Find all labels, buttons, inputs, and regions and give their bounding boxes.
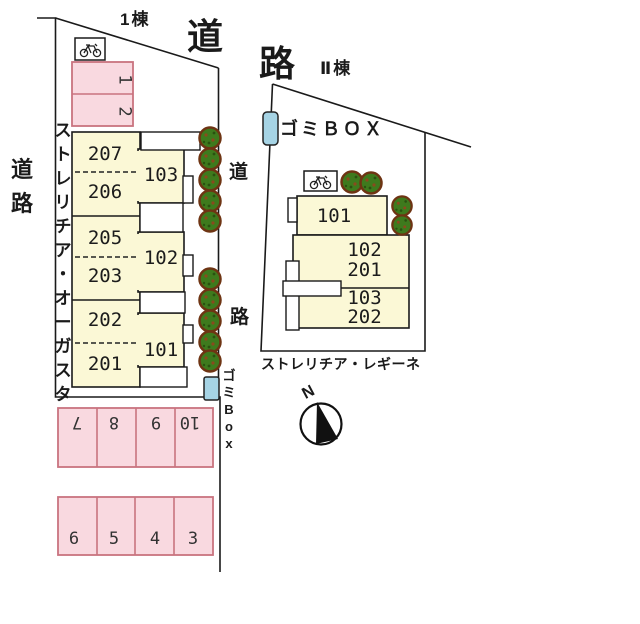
road-label-top-char-1: 道 bbox=[187, 16, 224, 57]
garbage-box-top bbox=[262, 111, 279, 146]
room-label-103: 103 bbox=[143, 164, 179, 186]
room-label-202: 202 bbox=[87, 309, 123, 331]
road-label-mid-char-1: 道 bbox=[229, 162, 249, 183]
room-label-206: 206 bbox=[87, 181, 123, 203]
room-label-203: 203 bbox=[87, 265, 123, 287]
parking-space-9: 9 bbox=[150, 412, 162, 432]
parking-row-lower bbox=[57, 496, 214, 556]
parking-space-7: 7 bbox=[71, 412, 83, 432]
garbage-box-bottom bbox=[203, 376, 220, 401]
room-label-b2-202: 202 bbox=[347, 306, 382, 328]
bicycle-shelter-right bbox=[303, 170, 338, 192]
parking-space-6: 6 bbox=[68, 529, 80, 549]
parking-area-top bbox=[71, 61, 134, 127]
road-label-top-char-2: 路 bbox=[259, 43, 296, 84]
bicycle-icon bbox=[309, 175, 332, 190]
parking-space-10: 10 bbox=[179, 412, 201, 432]
building-1-outline bbox=[71, 131, 201, 388]
room-label-101: 101 bbox=[143, 339, 179, 361]
bicycle-shelter-left bbox=[74, 37, 106, 61]
room-label-201: 201 bbox=[87, 353, 123, 375]
parking-space-3: 3 bbox=[187, 529, 199, 549]
bicycle-icon bbox=[79, 43, 102, 58]
room-label-207: 207 bbox=[87, 143, 123, 165]
road-label-mid-char-2: 路 bbox=[230, 307, 250, 328]
building-2-name: ストレリチア・レギーネ bbox=[261, 356, 421, 372]
garbage-box-top-label: ゴミＢＯＸ bbox=[280, 119, 385, 139]
room-label-b2-201: 201 bbox=[347, 259, 382, 281]
building-1-name-vertical: ス ト レ リ チ ア ・ オ ー ガ ス タ bbox=[54, 121, 72, 404]
parking-space-1: 1 bbox=[114, 74, 135, 85]
room-label-b2-101: 101 bbox=[316, 205, 352, 227]
building-1-label: 1棟 bbox=[120, 10, 151, 29]
parking-space-4: 4 bbox=[149, 529, 161, 549]
road-label-left-char-1: 道 bbox=[11, 157, 34, 182]
building-2-label: Ⅱ棟 bbox=[320, 59, 353, 78]
building-2-outline bbox=[282, 195, 410, 331]
room-label-102: 102 bbox=[143, 247, 179, 269]
parking-space-8: 8 bbox=[108, 412, 120, 432]
garbage-box-bottom-label: ゴ ミ B o x bbox=[222, 368, 236, 451]
parking-space-2: 2 bbox=[114, 106, 135, 117]
compass bbox=[299, 402, 343, 446]
room-label-205: 205 bbox=[87, 227, 123, 249]
parking-row-upper bbox=[57, 407, 214, 468]
parking-space-5: 5 bbox=[108, 529, 120, 549]
road-label-left-char-2: 路 bbox=[11, 191, 34, 216]
room-label-b2-102: 102 bbox=[347, 239, 382, 261]
room-label-b2-103: 103 bbox=[347, 287, 382, 309]
tree-hedge-left bbox=[198, 126, 222, 373]
